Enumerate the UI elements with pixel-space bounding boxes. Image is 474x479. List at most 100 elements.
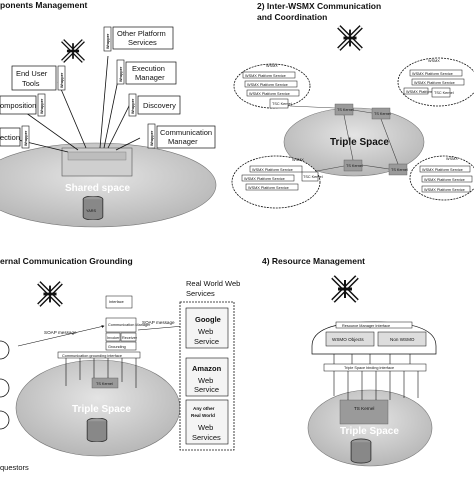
yars-repository-icon <box>82 196 104 220</box>
svg-text:TSC Kernel: TSC Kernel <box>303 175 323 179</box>
svg-text:WSMX: WSMX <box>292 158 304 162</box>
other-web-service-box <box>185 399 229 445</box>
svg-text:TS Kernel: TS Kernel <box>354 406 374 411</box>
svg-text:TS Kernel: TS Kernel <box>337 108 354 112</box>
svg-text:Wrapper: Wrapper <box>131 98 135 114</box>
service-requestors <box>0 340 10 430</box>
yars-repository-icon <box>350 438 372 464</box>
svg-text:Web: Web <box>198 376 213 385</box>
panel-1-title: ponents Management <box>0 0 88 10</box>
resource-manager-interface-label: Resource Manager Interface <box>342 324 390 328</box>
svg-text:Non WSMO: Non WSMO <box>390 337 415 342</box>
svg-text:WSMX: WSMX <box>428 59 440 63</box>
panel-components-management: ponents Management Shared space YARS Wra… <box>0 0 217 228</box>
panel-2-title-line-1: 2) Inter-WSMX Communication <box>257 1 381 11</box>
wsmx-logo-icon <box>330 274 360 304</box>
svg-text:WSMX Platform Service: WSMX Platform Service <box>245 74 286 78</box>
wrapper-box <box>103 26 112 52</box>
svg-text:Web: Web <box>198 423 213 432</box>
panel-inter-wsmx: 2) Inter-WSMX Communication and Coordina… <box>231 1 474 209</box>
soap-message-right: SOAP message <box>142 320 175 325</box>
svg-text:TSC Kernel: TSC Kernel <box>272 102 292 106</box>
stack-box-0 <box>105 295 133 309</box>
svg-text:omposition: omposition <box>0 101 36 110</box>
discovery-box <box>137 95 181 115</box>
svg-text:Amazon: Amazon <box>192 364 222 373</box>
svg-text:Wrapper: Wrapper <box>119 66 123 82</box>
requestors-label: questors <box>0 463 29 472</box>
amazon-web-service-box <box>185 357 229 397</box>
triple-space-ellipse <box>307 389 433 467</box>
soap-message-left: SOAP message <box>44 330 77 335</box>
svg-text:WSMX Platform Service: WSMX Platform Service <box>249 92 290 96</box>
svg-text:WSMX Platform Service: WSMX Platform Service <box>252 168 293 172</box>
communication-manager-box <box>156 125 216 149</box>
svg-text:WSMX Platform Service: WSMX Platform Service <box>424 188 465 192</box>
stack-box-3 <box>120 332 137 342</box>
wsmx-logo-icon <box>60 38 86 64</box>
svg-text:Service: Service <box>194 385 219 394</box>
yars-label: YARS <box>86 209 97 213</box>
svg-text:Manager: Manager <box>135 73 165 82</box>
non-wsmo-box <box>377 331 427 347</box>
svg-text:Discovery: Discovery <box>143 101 176 110</box>
panel-3-title: ernal Communication Grounding <box>0 256 133 266</box>
svg-text:WSMX Platform Service: WSMX Platform Service <box>244 177 285 181</box>
ts-kernel-box <box>91 377 119 389</box>
svg-text:TS Kernel: TS Kernel <box>391 168 408 172</box>
stack-box-1 <box>105 317 137 333</box>
wsmx-logo-icon <box>36 280 64 308</box>
svg-text:WSMX Platform Service: WSMX Platform Service <box>424 178 465 182</box>
wsmx-logo-icon <box>336 24 364 52</box>
svg-text:WSMX Platform Service: WSMX Platform Service <box>248 186 289 190</box>
svg-text:WSMX Platform Service: WSMX Platform Service <box>247 83 288 87</box>
svg-text:Execution: Execution <box>132 64 165 73</box>
svg-text:Communication: Communication <box>160 128 212 137</box>
svg-text:TS Kernel: TS Kernel <box>374 112 391 116</box>
svg-text:WSMX Platform Service: WSMX Platform Service <box>406 90 447 94</box>
svg-text:Wrapper: Wrapper <box>106 33 110 49</box>
svg-text:Other Platform: Other Platform <box>117 29 166 38</box>
wsmo-objects-box <box>325 331 375 347</box>
svg-text:Web: Web <box>198 327 213 336</box>
svg-text:WSMX: WSMX <box>446 157 458 161</box>
binding-interface-label: Triple Space binding interface <box>344 366 394 370</box>
ts-kernel-box <box>339 399 389 425</box>
yars-repository-icon <box>86 418 108 442</box>
svg-text:Service: Service <box>194 337 219 346</box>
svg-text:Google: Google <box>195 315 221 324</box>
svg-text:WSMX Platform Service: WSMX Platform Service <box>412 72 453 76</box>
triple-space-label: Triple Space <box>340 426 399 437</box>
triple-space-label: Triple Space <box>72 404 131 415</box>
panel-2-title-line-2: and Coordination <box>257 12 327 22</box>
svg-text:Invoker: Invoker <box>107 336 120 340</box>
svg-text:Communication Manager: Communication Manager <box>108 323 151 327</box>
triple-space-label: Triple Space <box>330 137 389 148</box>
svg-text:WSMO Objects: WSMO Objects <box>332 337 364 342</box>
wsmx-node-top-left: WSMX WSMX Platform Service WSMX Platform… <box>233 63 311 109</box>
svg-text:Wrapper: Wrapper <box>60 72 64 88</box>
svg-text:Wrapper: Wrapper <box>40 98 44 114</box>
svg-text:Services: Services <box>192 433 221 442</box>
svg-text:Manager: Manager <box>168 137 198 146</box>
svg-text:Tools: Tools <box>22 79 40 88</box>
execution-manager-box <box>125 61 177 85</box>
panel-external-communication: ernal Communication Grounding Triple Spa… <box>0 256 240 472</box>
wsmx-node-bottom-left: WSMX WSMX Platform Service WSMX Platform… <box>231 155 323 209</box>
wsmx-node-bottom-right: WSMX WSMX Platform Service WSMX Platform… <box>409 155 474 201</box>
svg-text:Wrapper: Wrapper <box>24 130 28 146</box>
svg-text:ection: ection <box>0 133 20 142</box>
composition-box <box>0 95 37 115</box>
svg-text:Real World: Real World <box>191 413 215 418</box>
shared-space-ellipse <box>0 142 217 228</box>
svg-text:Grounding: Grounding <box>108 345 126 349</box>
svg-text:WSMX Platform Service: WSMX Platform Service <box>422 168 463 172</box>
selection-box <box>0 127 21 147</box>
real-world-title-line-2: Services <box>186 289 215 298</box>
svg-text:Services: Services <box>128 38 157 47</box>
google-web-service-box <box>185 307 229 349</box>
svg-text:TSC Kernel: TSC Kernel <box>434 91 454 95</box>
svg-text:Wrapper: Wrapper <box>150 130 154 146</box>
